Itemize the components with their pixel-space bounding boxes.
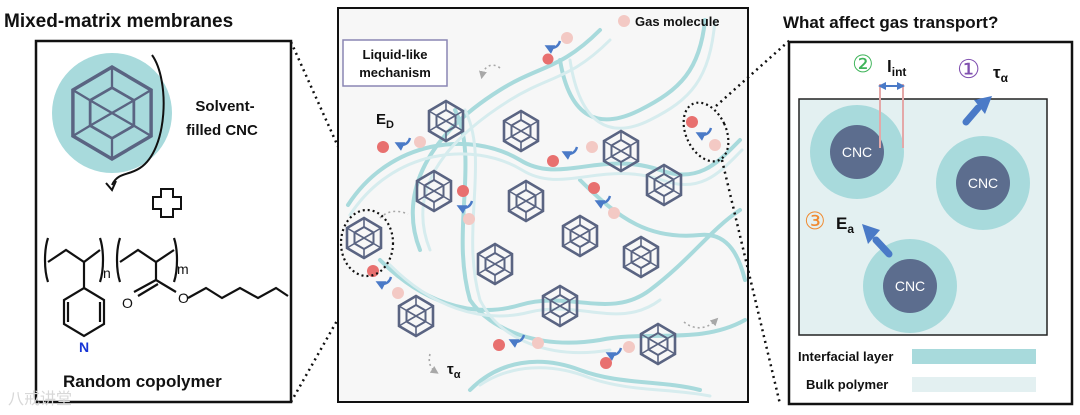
legend-interfacial-label: Interfacial layer: [798, 349, 893, 364]
atom-o-carbonyl: O: [122, 295, 133, 311]
gas-molecules: [367, 32, 721, 369]
factor-1-label: τα: [993, 63, 1009, 85]
gas-molecule: [686, 116, 698, 128]
right-panel-title: What affect gas transport?: [783, 13, 998, 32]
subscript-m: m: [177, 261, 189, 277]
left-panel-title: Mixed-matrix membranes: [4, 11, 233, 32]
cnc-core-label: CNC: [895, 278, 925, 294]
middle-panel: Gas molecule Liquid-like mechanism ED τα: [337, 7, 749, 403]
cnc-core-label: CNC: [842, 144, 872, 160]
gas-molecule: [392, 287, 404, 299]
gas-molecule: [586, 141, 598, 153]
legend-bulk-swatch: [912, 377, 1036, 392]
cnc-core: [956, 156, 1010, 210]
factor-3-number: ③: [804, 207, 826, 235]
gas-molecule: [600, 357, 612, 369]
activation-arrow-icon: [872, 236, 893, 258]
gas-molecule: [561, 32, 573, 44]
gas-molecule: [414, 136, 426, 148]
watermark: 八戒讲堂: [8, 389, 72, 408]
mechanism-label-line1: Liquid-like: [363, 47, 428, 62]
gas-molecule: [377, 141, 389, 153]
factor-1-number: ①: [957, 55, 980, 85]
solvent-filled-cnc-illustration: Solvent- filled CNC: [52, 53, 258, 192]
motion-arrow-icon: [479, 64, 501, 80]
left-panel: Mixed-matrix membranes Solvent- filled C…: [4, 11, 293, 404]
legend-bulk-label: Bulk polymer: [806, 377, 888, 392]
factor-3-label: Ea: [836, 214, 854, 236]
zoom-line-bottom-left: [289, 265, 370, 403]
subscript-n: n: [103, 265, 111, 281]
tau-alpha-label: τα: [447, 361, 461, 381]
gas-molecule: [547, 155, 559, 167]
gas-molecule: [588, 182, 600, 194]
gas-molecule: [463, 213, 475, 225]
highlight-ellipse-left: [339, 208, 395, 278]
copolymer-label: Random copolymer: [63, 372, 222, 391]
diffusion-arrow-icon: [962, 104, 982, 126]
atom-o-ester: O: [178, 290, 189, 306]
plus-icon: [152, 188, 182, 218]
gas-molecule-legend-label: Gas molecule: [635, 14, 720, 29]
highlight-ellipse-right: [682, 101, 730, 163]
atom-n-pyridine: N: [79, 339, 89, 355]
gas-molecule: [623, 341, 635, 353]
factor-2-number: ②: [852, 50, 874, 78]
gas-molecule: [542, 53, 554, 65]
copolymer-structure: [43, 237, 289, 338]
mechanism-label-box: [342, 39, 448, 87]
gas-molecule: [457, 185, 469, 197]
activation-arrowhead-icon: [862, 224, 880, 244]
motion-arrow-icon: [428, 353, 439, 374]
mechanism-label-line2: mechanism: [359, 65, 431, 80]
zoom-line-top-right: [715, 39, 791, 107]
gas-molecule: [532, 337, 544, 349]
ed-label: ED: [376, 111, 394, 131]
factor-2-label: lint: [887, 57, 906, 79]
right-panel: What affect gas transport? CNC CNC CNC ②…: [783, 13, 1074, 406]
cnc-label-line2: filled CNC: [186, 122, 258, 139]
ligand-chain-line: [111, 54, 165, 186]
cnc-core: [883, 259, 937, 313]
chain-arrow-icon: [105, 180, 117, 192]
cnc-core-label: CNC: [968, 175, 998, 191]
gas-molecule: [709, 139, 721, 151]
gas-molecule: [608, 207, 620, 219]
legend-interfacial-swatch: [912, 349, 1036, 364]
diffusion-arrowhead-icon: [974, 96, 992, 114]
cnc-cage-icon: [71, 64, 153, 162]
cnc-core: [830, 125, 884, 179]
gas-molecule: [367, 265, 379, 277]
gas-molecule: [493, 339, 505, 351]
gas-molecule-legend-icon: [618, 15, 630, 27]
cnc-label-line1: Solvent-: [195, 98, 254, 115]
